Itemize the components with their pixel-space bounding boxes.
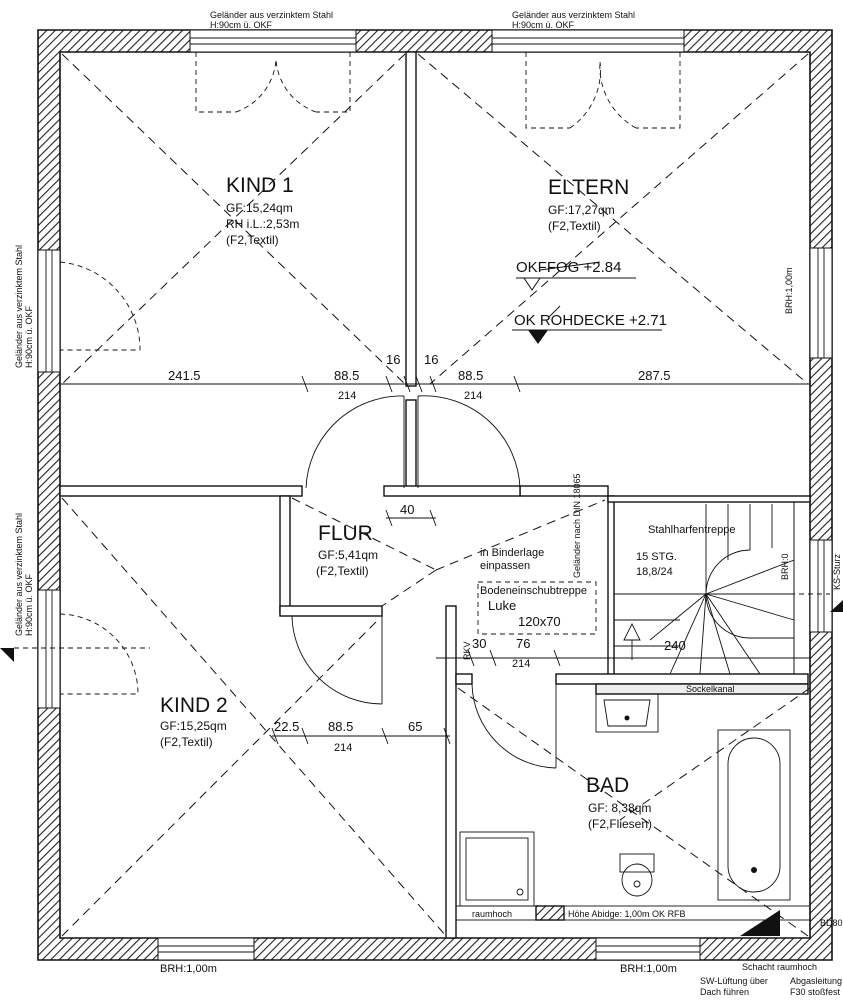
room-area-kind2: GF:15,25qm	[160, 719, 227, 733]
dim-16-right: 16	[424, 352, 438, 367]
dim-88-left: 88.5	[334, 368, 359, 383]
room-floor-kind2: (F2,Textil)	[160, 735, 213, 749]
stair	[613, 501, 795, 675]
room-area-eltern: GF:17,27qm	[548, 203, 615, 217]
room-floor-bad: (F2,Fliesen)	[588, 817, 652, 831]
dimension-lines	[60, 375, 810, 745]
dim-30: 30	[472, 636, 486, 651]
note-brh-bottom-right: BRH:1,00m	[620, 963, 677, 975]
dim-16-left: 16	[386, 352, 400, 367]
dim-241: 241.5	[168, 368, 201, 383]
dimension-labels: 241.5 88.5 214 16 16 88.5 214 287.5 40 3…	[168, 352, 686, 754]
note-rail-top-right-1: Geländer aus verzinktem Stahl	[512, 10, 635, 20]
roof-diagonals	[61, 53, 811, 937]
toilet	[619, 853, 655, 897]
note-sw-1: SW-Lüftung über	[700, 976, 768, 986]
level-okffog: OKFFOG +2.84	[516, 259, 621, 276]
window-left-upper	[37, 249, 61, 373]
dim-88-right: 88.5	[458, 368, 483, 383]
note-brh-bottom-left: BRH:1,00m	[160, 963, 217, 975]
note-hatch-size: 120x70	[518, 614, 561, 629]
note-brh-stair: BRH:0	[780, 553, 790, 580]
note-binder-2: einpassen	[480, 560, 530, 572]
dim-22: 22.5	[274, 719, 299, 734]
note-rail-left-lower-1: Geländer aus verzinktem Stahl	[14, 513, 24, 636]
note-rail-top-left-1: Geländer aus verzinktem Stahl	[210, 10, 333, 20]
window-right-upper	[809, 247, 833, 359]
annotation-notes: Geländer aus verzinktem Stahl H:90cm ü. …	[14, 10, 843, 997]
room-name-kind2: KIND 2	[160, 694, 228, 717]
level-labels: OKFFOG +2.84 OK ROHDECKE +2.71	[514, 259, 667, 329]
shower-tray	[459, 831, 535, 907]
note-rail-top-left-2: H:90cm ü. OKF	[210, 20, 273, 30]
room-name-kind1: KIND 1	[226, 174, 294, 197]
washbasin	[595, 693, 659, 733]
dim-214-left: 214	[338, 390, 356, 402]
dim-214-kind2: 214	[334, 742, 352, 754]
note-hatch: Luke	[488, 598, 516, 613]
dim-214-right: 214	[464, 390, 482, 402]
window-bottom-right	[595, 937, 701, 961]
room-area-kind1: GF:15,24qm	[226, 201, 293, 215]
note-stair-ratio: 18,8/24	[636, 566, 673, 578]
note-attic-stair: Bodeneinschubtreppe	[480, 585, 587, 597]
note-rail-din: Geländer nach DIN 18065	[572, 473, 582, 578]
note-rail-left-upper-2: H:90cm ü. OKF	[24, 305, 34, 368]
note-stair-count: 15 STG.	[636, 551, 677, 563]
interior-walls	[59, 51, 811, 939]
level-markers	[512, 261, 662, 344]
attic-hatch	[477, 581, 597, 635]
room-floor-kind1: (F2,Textil)	[226, 233, 279, 247]
windows	[37, 29, 833, 961]
dim-40: 40	[400, 502, 414, 517]
dim-76: 76	[516, 636, 530, 651]
doors	[59, 52, 681, 769]
room-name-flur: FLUR	[318, 522, 373, 545]
note-rail-left-lower-2: H:90cm ü. OKF	[24, 573, 34, 636]
section-markers	[0, 593, 843, 662]
note-sw-2: Dach führen	[700, 987, 749, 997]
window-top-left	[189, 29, 357, 53]
note-rail-left-upper-1: Geländer aus verzinktem Stahl	[14, 245, 24, 368]
note-rail-top-right-2: H:90cm ü. OKF	[512, 20, 575, 30]
dim-65: 65	[408, 719, 422, 734]
note-ks-sturz: KS-Sturz	[832, 553, 842, 590]
room-height-kind1: RH i.L.:2,53m	[226, 217, 299, 231]
window-right-stair	[809, 539, 833, 633]
window-bottom-left	[157, 937, 255, 961]
note-raumhoch: raumhoch	[472, 909, 512, 919]
note-sockel: Sockelkanal	[686, 684, 735, 694]
note-stair-name: Stahlharfentreppe	[648, 524, 735, 536]
note-rkv: RKV	[462, 641, 472, 660]
note-binder-1: in Binderlage	[480, 547, 544, 559]
note-brh-right: BRH:1,00m	[784, 267, 794, 314]
note-hoehe: Höhe Abidge: 1,00m OK RFB	[568, 909, 686, 919]
room-area-flur: GF:5,41qm	[318, 548, 378, 562]
room-name-eltern: ELTERN	[548, 176, 629, 199]
dim-240: 240	[664, 638, 686, 653]
note-bd80: BD80	[820, 918, 843, 928]
bathroom-fixtures	[455, 693, 811, 936]
bathtub	[717, 729, 791, 901]
room-area-bad: GF: 8,38qm	[588, 801, 651, 815]
level-rohdecke: OK ROHDECKE +2.71	[514, 312, 667, 329]
dim-88-kind2: 88.5	[328, 719, 353, 734]
dim-214-flur: 214	[512, 658, 530, 670]
window-left-lower	[37, 589, 61, 709]
room-name-bad: BAD	[586, 774, 629, 797]
note-abgas-1: Abgasleitung	[790, 976, 842, 986]
dim-287: 287.5	[638, 368, 671, 383]
room-floor-eltern: (F2,Textil)	[548, 219, 601, 233]
note-abgas-2: F30 stoßfest	[790, 987, 841, 997]
window-top-right	[491, 29, 685, 53]
room-labels: KIND 1 GF:15,24qm RH i.L.:2,53m (F2,Text…	[160, 174, 652, 831]
note-schacht: Schacht raumhoch	[742, 962, 817, 972]
room-floor-flur: (F2,Textil)	[316, 564, 369, 578]
